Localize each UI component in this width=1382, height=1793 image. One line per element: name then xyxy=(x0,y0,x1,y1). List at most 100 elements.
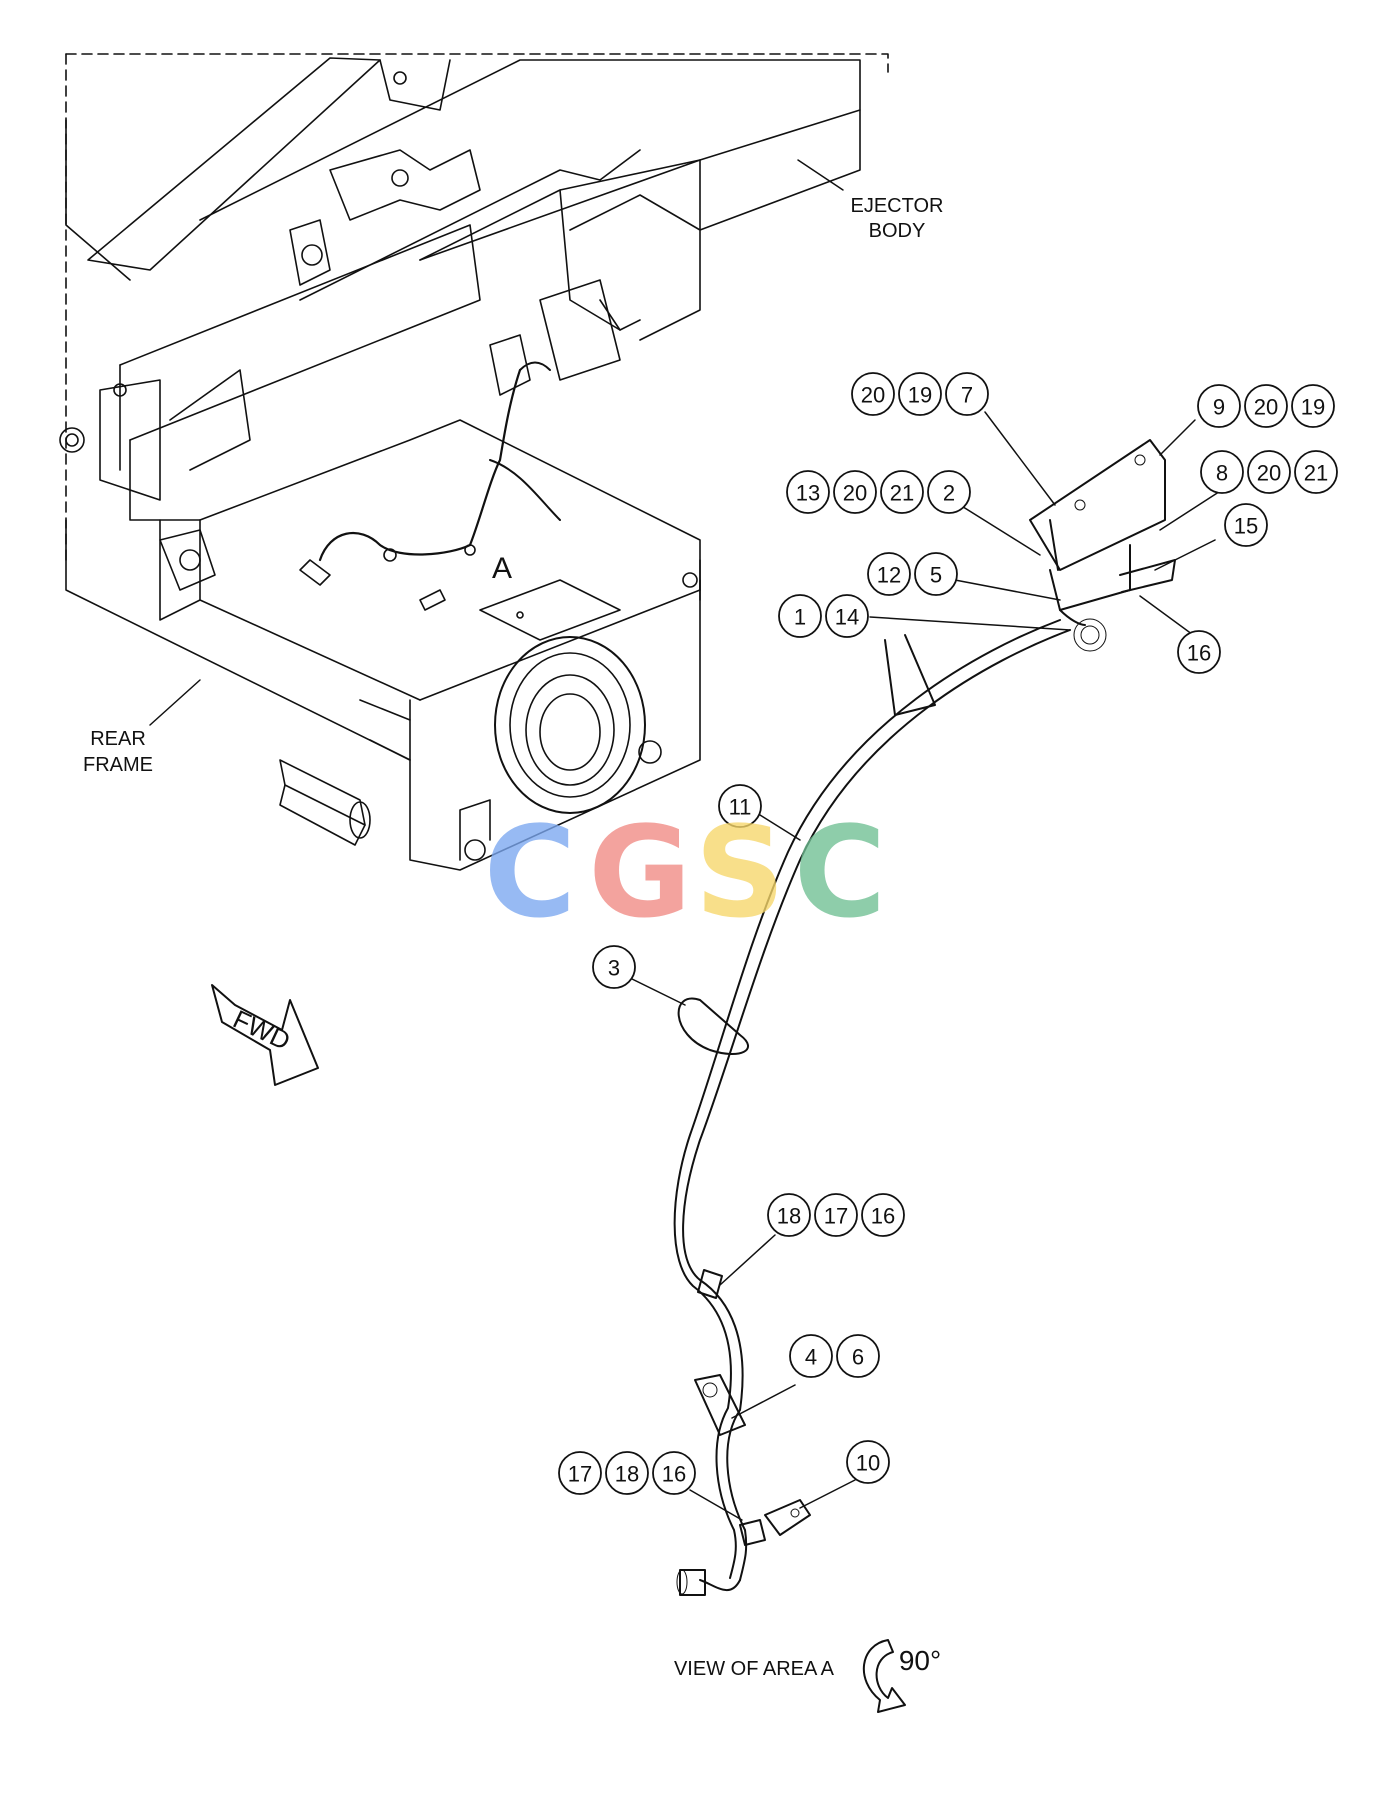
callout-circle xyxy=(898,372,942,416)
callout-circle xyxy=(914,552,958,596)
callout-number: 16 xyxy=(871,1204,895,1229)
callout-number: 18 xyxy=(777,1204,801,1229)
callout-number: 20 xyxy=(861,383,885,408)
callout-number: 6 xyxy=(852,1345,864,1370)
callout-number: 21 xyxy=(1304,461,1328,486)
callout-number: 12 xyxy=(877,563,901,588)
callout-number: 19 xyxy=(908,383,932,408)
harness-assembly xyxy=(673,439,1176,1596)
callout-16-top-item-0: 16 xyxy=(1177,630,1221,674)
fwd-arrow: FWD xyxy=(211,984,319,1086)
callout-circle xyxy=(1200,450,1244,494)
callout-number: 16 xyxy=(662,1462,686,1487)
callout-number: 1 xyxy=(794,605,806,630)
callout-8-20-21-item-2: 21 xyxy=(1294,450,1338,494)
callout-number: 7 xyxy=(961,383,973,408)
callout-20-19-7-item-0: 20 xyxy=(851,372,895,416)
watermark-logo: C G S C xyxy=(484,799,886,946)
rear-frame-label-line1: REAR xyxy=(90,728,146,750)
callout-3-item-0: 3 xyxy=(592,945,636,989)
callout-number: 9 xyxy=(1213,395,1225,420)
callout-circle xyxy=(851,372,895,416)
callout-8-20-21-item-1: 20 xyxy=(1247,450,1291,494)
fwd-label: FWD xyxy=(229,1004,295,1056)
callout-circle xyxy=(718,784,762,828)
rotation-angle-label: 90° xyxy=(899,1645,941,1676)
callout-18-17-16-item-1: 17 xyxy=(814,1193,858,1237)
callout-circle xyxy=(861,1193,905,1237)
callout-20-19-7-item-2: 7 xyxy=(945,372,989,416)
callout-circle xyxy=(836,1334,880,1378)
callout-number: 20 xyxy=(843,481,867,506)
callout-circle xyxy=(846,1440,890,1484)
machine-frame-illustration xyxy=(59,53,889,871)
view-of-area-a-label: VIEW OF AREA A xyxy=(674,1658,835,1680)
watermark-letter-2: G xyxy=(588,799,691,946)
watermark-letter-4: C xyxy=(794,799,886,946)
callout-number: 19 xyxy=(1301,395,1325,420)
callout-number: 15 xyxy=(1234,514,1258,539)
callout-13-20-21-2-item-3: 2 xyxy=(927,470,971,514)
callout-20-19-7-item-1: 19 xyxy=(898,372,942,416)
callout-18-17-16-item-2: 16 xyxy=(861,1193,905,1237)
callout-17-18-16-item-2: 16 xyxy=(652,1451,696,1495)
callout-circle xyxy=(558,1451,602,1495)
callout-4-6-item-0: 4 xyxy=(789,1334,833,1378)
callout-number: 20 xyxy=(1254,395,1278,420)
callout-circle xyxy=(1244,384,1288,428)
rear-frame-label-line2: FRAME xyxy=(83,754,153,776)
callout-number: 17 xyxy=(568,1462,592,1487)
callout-circle xyxy=(652,1451,696,1495)
callout-number: 3 xyxy=(608,956,620,981)
frame-leader-lines xyxy=(149,159,844,726)
callout-11-item-0: 11 xyxy=(718,784,762,828)
callout-circle xyxy=(786,470,830,514)
callout-number: 13 xyxy=(796,481,820,506)
callout-12-5-item-1: 5 xyxy=(914,552,958,596)
callout-circle xyxy=(814,1193,858,1237)
ejector-body-label-line1: EJECTOR xyxy=(851,195,944,217)
callout-circle xyxy=(1294,450,1338,494)
callout-circle xyxy=(825,594,869,638)
ejector-body-label-line2: BODY xyxy=(869,220,926,242)
callout-4-6-item-1: 6 xyxy=(836,1334,880,1378)
callout-leader-lines xyxy=(627,411,1226,1521)
callout-number: 20 xyxy=(1257,461,1281,486)
callout-number: 11 xyxy=(729,795,752,820)
callout-circle xyxy=(880,470,924,514)
callout-number: 5 xyxy=(930,563,942,588)
callout-13-20-21-2-item-1: 20 xyxy=(833,470,877,514)
callout-number: 2 xyxy=(943,481,955,506)
callout-circle xyxy=(778,594,822,638)
callout-circle xyxy=(789,1334,833,1378)
watermark-letter-3: S xyxy=(695,799,786,946)
view-caption: VIEW OF AREA A 90° xyxy=(674,1639,941,1713)
callout-number: 21 xyxy=(890,481,914,506)
callout-10-item-0: 10 xyxy=(846,1440,890,1484)
callout-12-5-item-0: 12 xyxy=(867,552,911,596)
callout-number: 4 xyxy=(805,1345,817,1370)
callout-9-20-19-item-1: 20 xyxy=(1244,384,1288,428)
callout-number: 14 xyxy=(835,605,859,630)
callout-13-20-21-2-item-2: 21 xyxy=(880,470,924,514)
callout-18-17-16-item-0: 18 xyxy=(767,1193,811,1237)
rotation-arrow-icon xyxy=(862,1639,906,1713)
callout-9-20-19-item-2: 19 xyxy=(1291,384,1335,428)
callout-circle xyxy=(1224,503,1268,547)
callout-number: 10 xyxy=(856,1451,880,1476)
callout-circle xyxy=(592,945,636,989)
callout-17-18-16-item-1: 18 xyxy=(605,1451,649,1495)
callout-17-18-16-item-0: 17 xyxy=(558,1451,602,1495)
callout-number: 16 xyxy=(1187,641,1211,666)
area-a-marker: A xyxy=(492,552,512,585)
watermark-letter-1: C xyxy=(484,799,576,946)
callout-13-20-21-2-item-0: 13 xyxy=(786,470,830,514)
callout-1-14-item-0: 1 xyxy=(778,594,822,638)
callout-circle xyxy=(1197,384,1241,428)
callout-15-item-0: 15 xyxy=(1224,503,1268,547)
callout-circle xyxy=(927,470,971,514)
callout-circle xyxy=(945,372,989,416)
callout-number: 18 xyxy=(615,1462,639,1487)
